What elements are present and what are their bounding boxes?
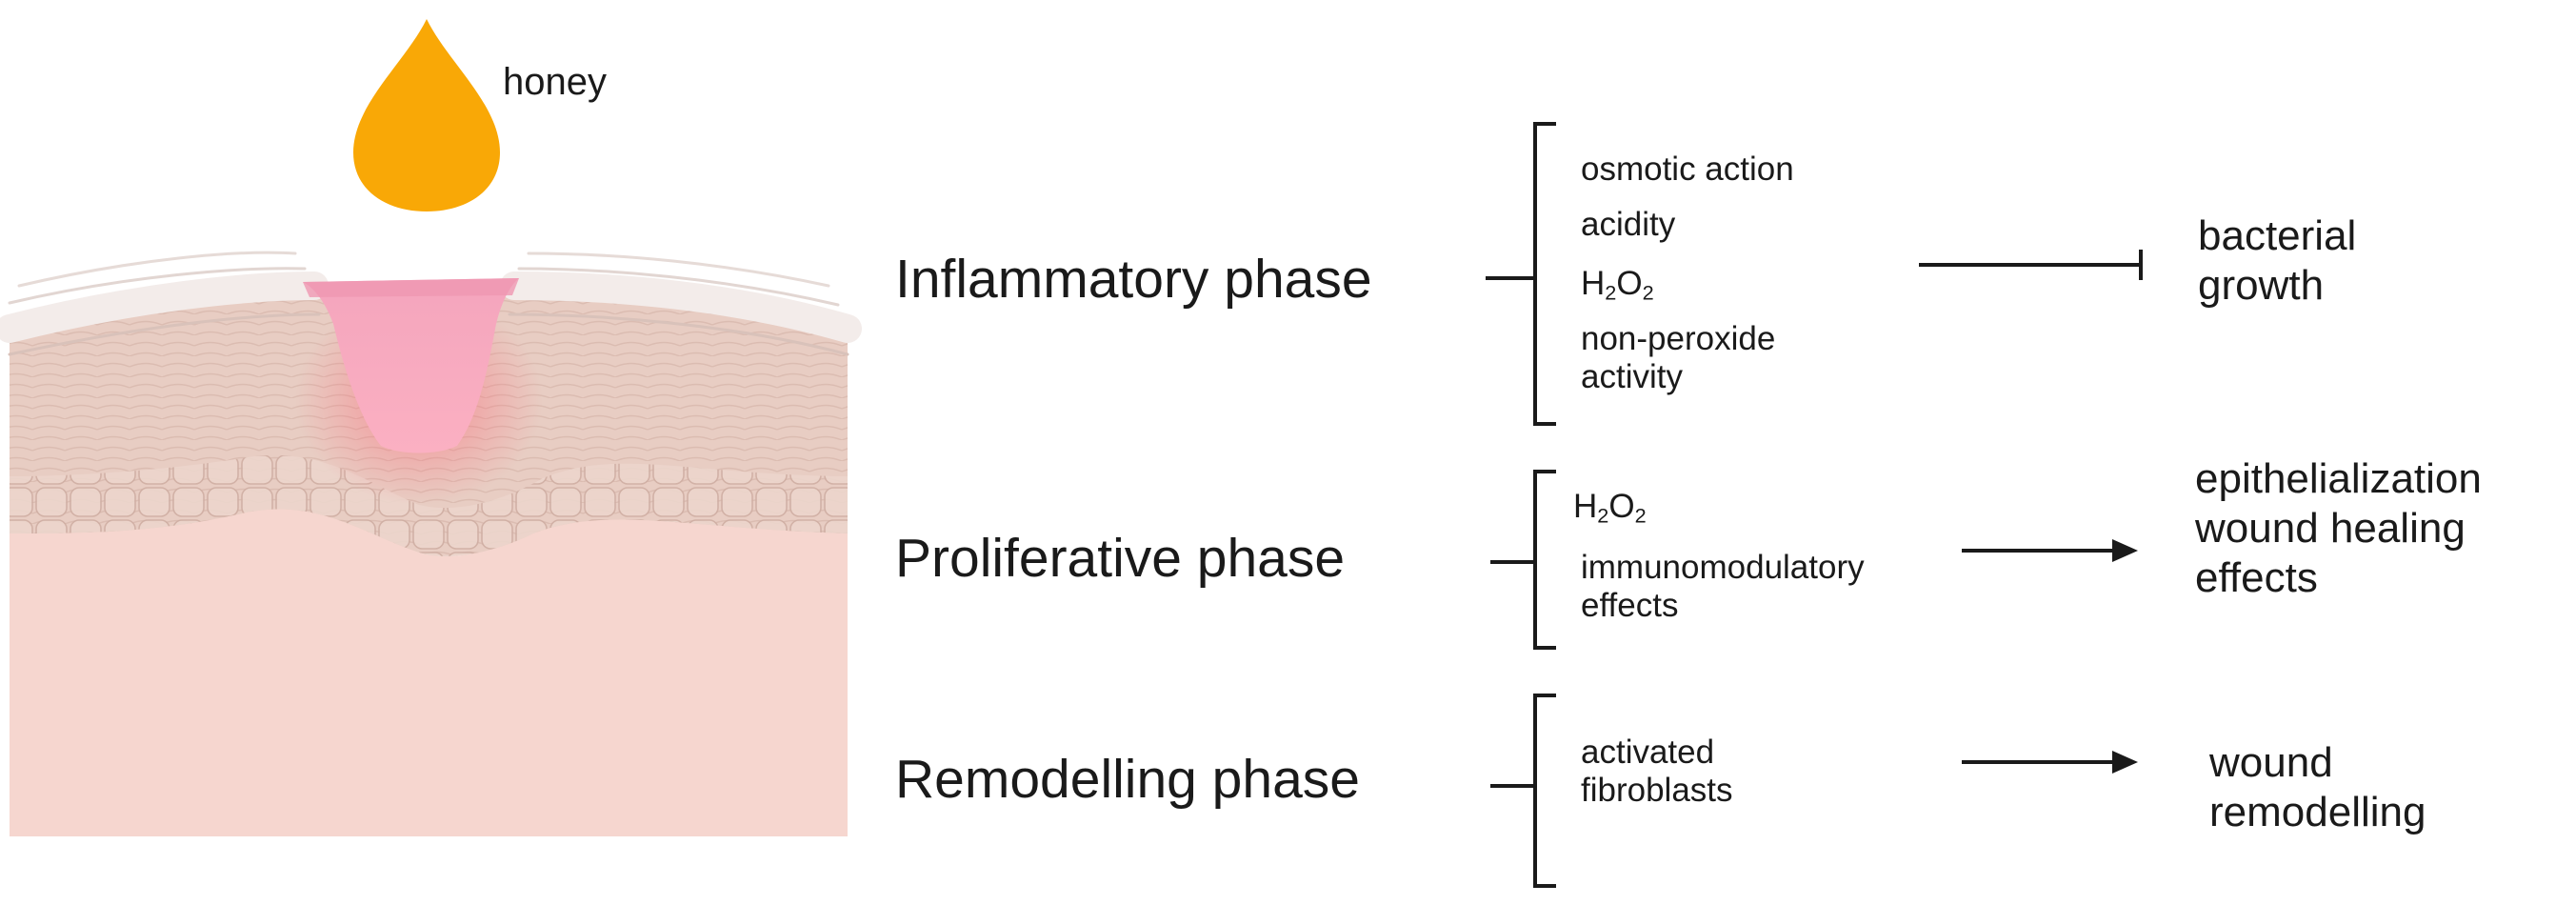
phase-proliferative-title: Proliferative phase	[895, 528, 1346, 589]
outcome-line: wound healing	[2195, 504, 2466, 552]
arrow-remodelling	[1962, 751, 2138, 774]
outcome-line: wound	[2209, 739, 2333, 786]
wound	[303, 278, 519, 453]
bracket-proliferative	[1533, 470, 1556, 650]
factor-fibroblasts: fibroblasts	[1581, 772, 1733, 809]
dermis-layer	[10, 502, 848, 836]
outcome-wound-remodelling: wound remodelling	[2209, 738, 2426, 837]
outcome-epithelialization: epithelialization wound healing effects	[2195, 454, 2482, 603]
outcome-line: growth	[2198, 261, 2325, 309]
arrow-proliferative	[1962, 539, 2138, 562]
stratum-corneum	[0, 251, 862, 356]
inhibition-connector	[1919, 250, 2143, 280]
bracket-inflammatory	[1533, 122, 1556, 426]
factor-osmotic-action: osmotic action	[1581, 151, 1794, 188]
factor-effects: effects	[1581, 587, 1679, 624]
factor-activated: activated	[1581, 734, 1715, 771]
factor-h2o2: H2O2	[1573, 488, 1647, 528]
honey-label: honey	[503, 61, 607, 103]
factor-h2o2: H2O2	[1581, 265, 1654, 305]
factor-immunomodulatory: immunomodulatory	[1581, 549, 1865, 586]
factor-non-peroxide: non-peroxide	[1581, 320, 1776, 357]
phase-inflammatory-title: Inflammatory phase	[895, 249, 1372, 310]
phase-remodelling-title: Remodelling phase	[895, 749, 1360, 810]
honey-drop-icon	[353, 19, 500, 211]
factor-acidity: acidity	[1581, 206, 1676, 243]
bracket-remodelling	[1533, 694, 1556, 888]
outcome-line: epithelialization	[2195, 455, 2482, 502]
outcome-line: bacterial	[2198, 212, 2357, 259]
outcome-line: remodelling	[2209, 788, 2426, 835]
outcome-bacterial-growth: bacterial growth	[2198, 211, 2356, 311]
factor-activity: activity	[1581, 358, 1683, 395]
outcome-line: effects	[2195, 553, 2318, 601]
